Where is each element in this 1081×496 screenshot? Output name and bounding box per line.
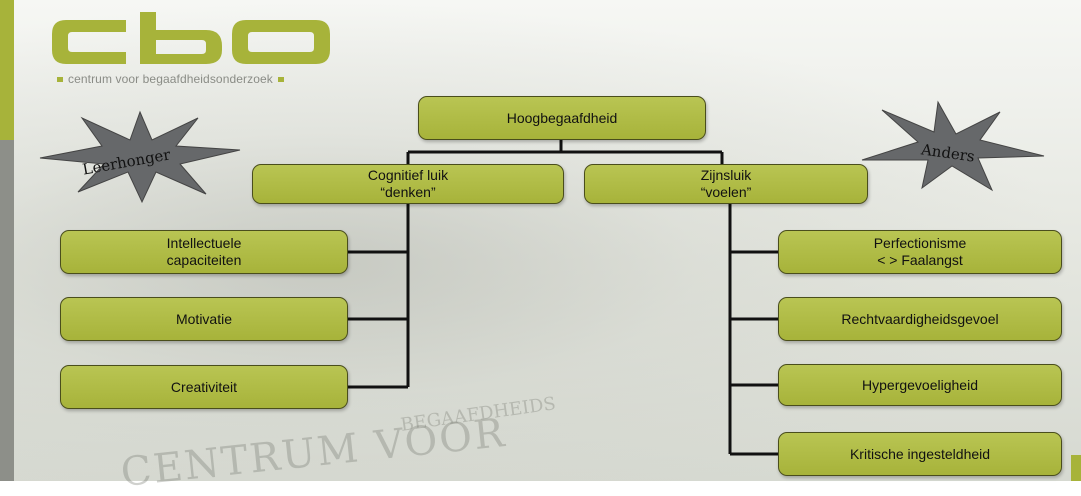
left-gray-bar — [0, 140, 14, 481]
tagline-square-icon — [57, 76, 63, 82]
box-root: Hoogbegaafdheid — [418, 96, 706, 140]
box-left-item: Motivatie — [60, 297, 348, 341]
box-left-item: Creativiteit — [60, 365, 348, 409]
star-burst-right — [861, 100, 1045, 192]
box-left-branch: Cognitief luik “denken” — [252, 164, 564, 204]
box-right-item: Hypergevoeligheid — [778, 364, 1062, 406]
box-right-item: Perfectionisme < > Faalangst — [778, 230, 1062, 274]
tagline-text: centrum voor begaafdheidsonderzoek — [68, 72, 273, 86]
right-accent-bar — [1071, 455, 1081, 481]
connector-lines — [348, 140, 778, 456]
box-right-item: Kritische ingesteldheid — [778, 432, 1062, 476]
left-accent-bar — [0, 0, 14, 140]
star-burst-left — [39, 110, 241, 204]
box-right-branch: Zijnsluik “voelen” — [584, 164, 868, 204]
box-right-item: Rechtvaardigheidsgevoel — [778, 297, 1062, 341]
logo-tagline: centrum voor begaafdheidsonderzoek — [52, 71, 289, 87]
box-left-item: Intellectuele capaciteiten — [60, 230, 348, 274]
tagline-square-icon — [277, 76, 284, 82]
cbo-logo — [52, 12, 330, 64]
